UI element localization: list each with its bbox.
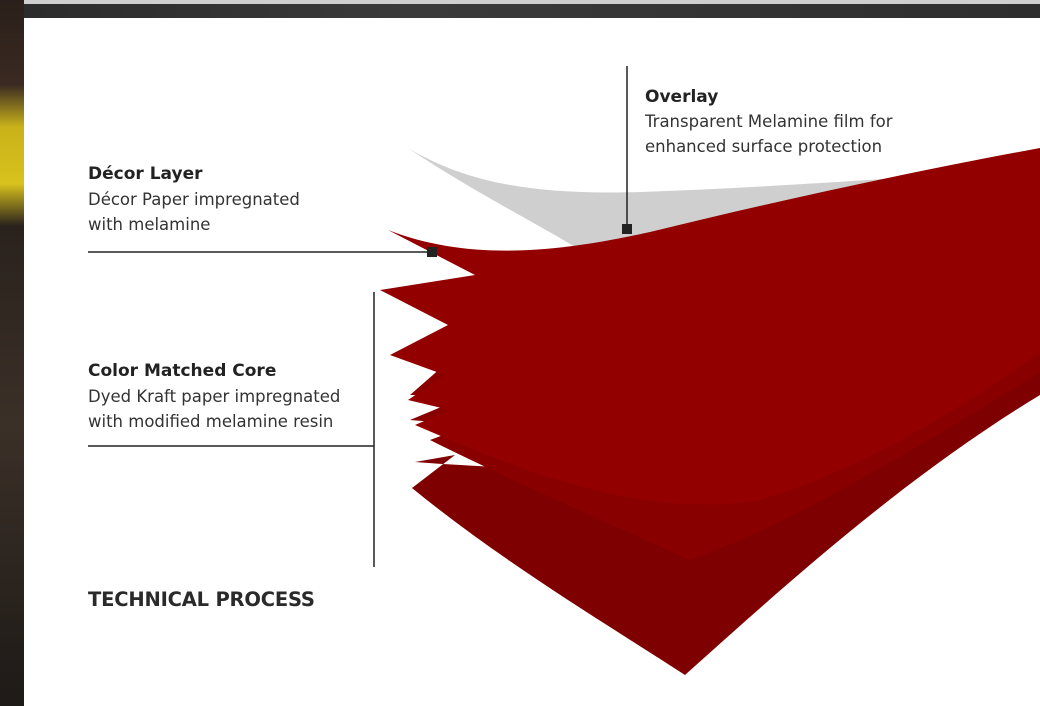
core-title: Color Matched Core (88, 361, 277, 381)
decor-layer-title: Décor Layer (88, 164, 203, 184)
core-desc-line1: Dyed Kraft paper impregnated (88, 387, 341, 406)
decor-layer-desc-line1: Décor Paper impregnated (88, 190, 300, 209)
window-top-edge (0, 0, 1040, 18)
core-desc-line2: with modified melamine resin (88, 412, 334, 431)
decor-layer-desc-line2: with melamine (88, 215, 211, 234)
overlay-title: Overlay (645, 87, 719, 107)
overlay-leader-marker (622, 224, 632, 234)
decor-leader-marker (427, 247, 437, 257)
window-left-edge (0, 0, 24, 706)
overlay-desc-line2: enhanced surface protection (645, 137, 883, 156)
section-heading: TECHNICAL PROCESS (88, 588, 315, 611)
overlay-film-layer (408, 148, 1040, 250)
decor-layer-sheet (380, 148, 1040, 505)
overlay-desc-line1: Transparent Melamine film for (645, 112, 893, 131)
